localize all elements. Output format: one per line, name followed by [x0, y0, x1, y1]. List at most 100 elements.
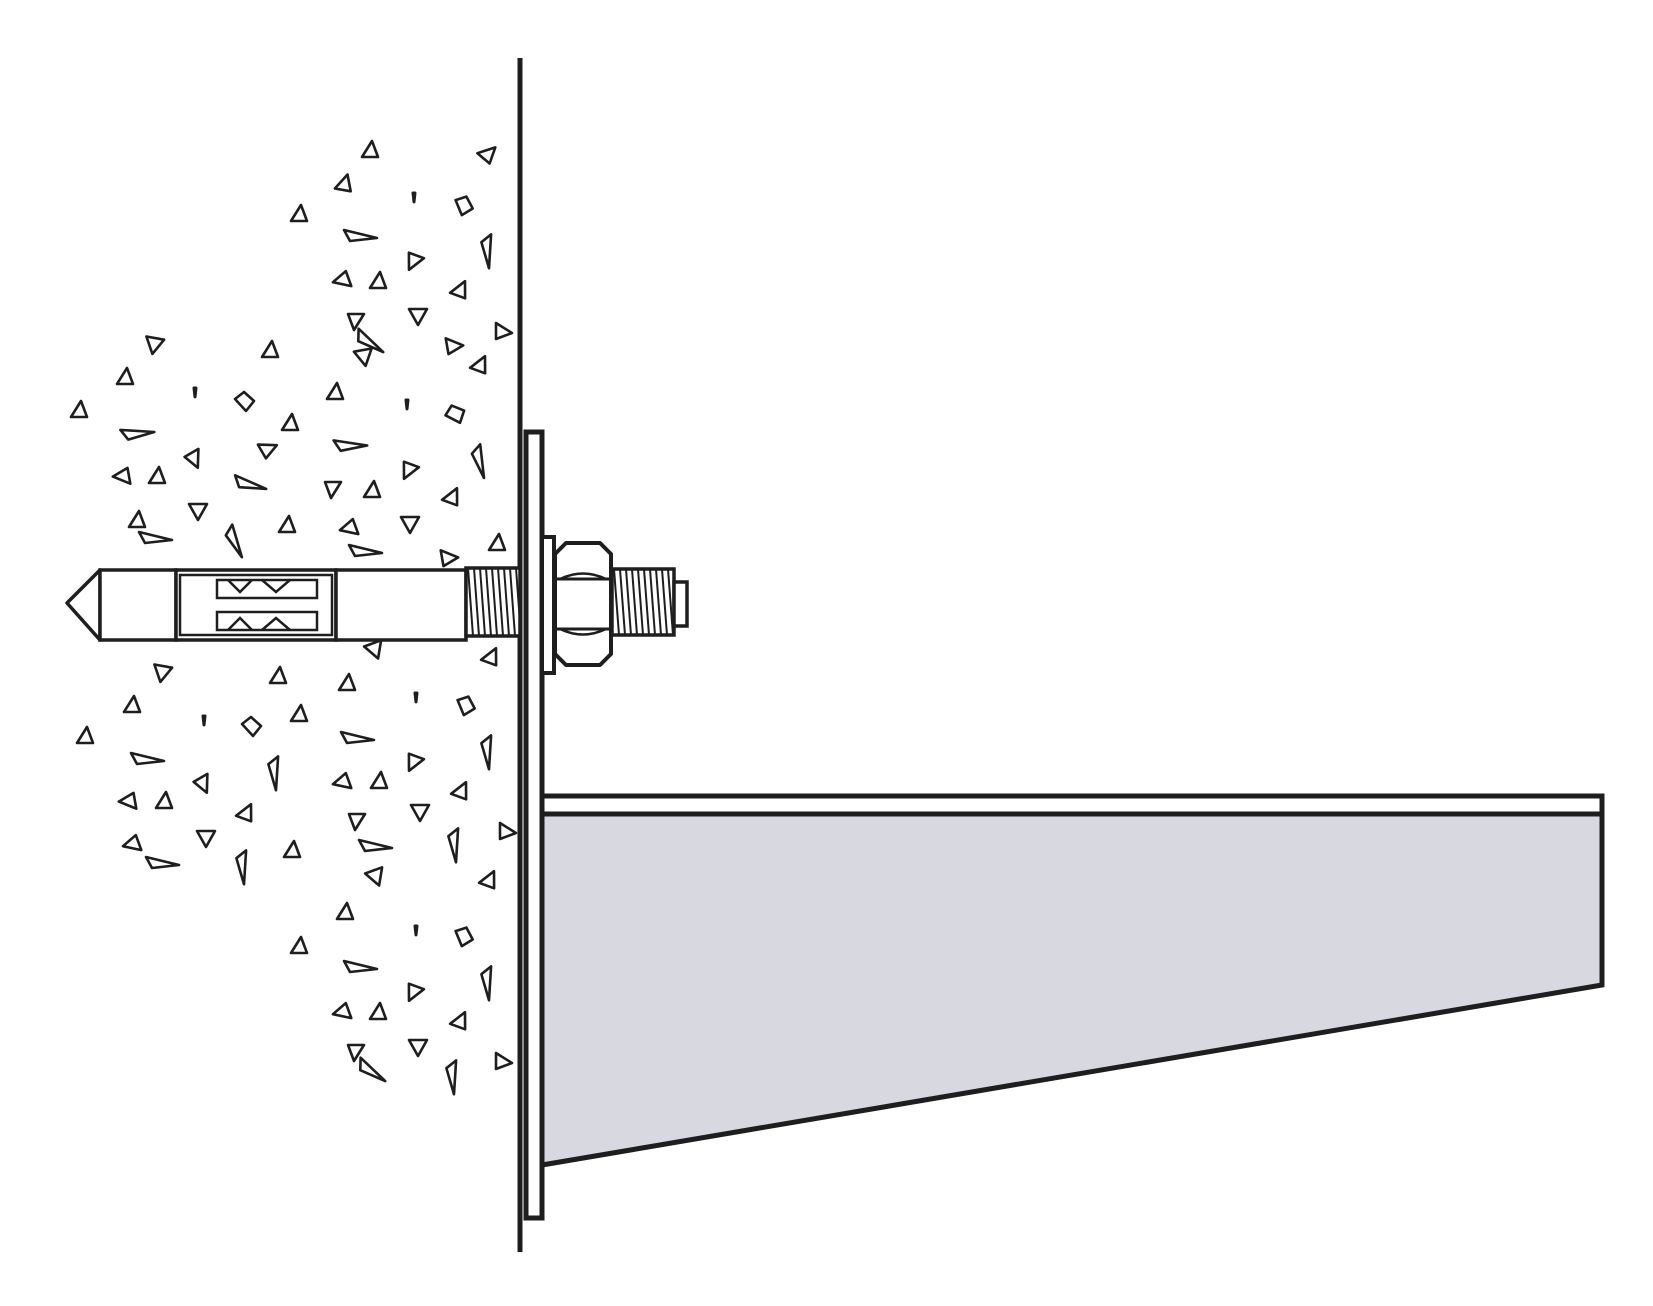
aggregate-pebble — [233, 390, 256, 413]
aggregate-pebble — [454, 926, 475, 948]
aggregate-pebble — [368, 1001, 388, 1021]
aggregate-pebble — [444, 336, 465, 356]
aggregate-pebble — [402, 460, 421, 481]
thread-line — [473, 568, 480, 636]
aggregate-pebble — [413, 691, 419, 704]
aggregate-pebble — [154, 790, 174, 810]
aggregate-pebble — [447, 827, 460, 864]
thread-line — [485, 568, 492, 636]
aggregate-pebble — [331, 1001, 353, 1020]
aggregate-pebble — [240, 715, 263, 738]
aggregate-pebble — [369, 770, 389, 790]
aggregate-pebble — [494, 1051, 514, 1071]
aggregate-pebble — [187, 502, 209, 522]
aggregate-pebble — [333, 173, 353, 193]
hex-nut — [553, 541, 613, 667]
aggregate-pebble — [260, 339, 280, 359]
aggregate-pebble — [449, 780, 468, 801]
aggregate-pebble — [407, 307, 429, 327]
aggregate-pebble — [362, 479, 382, 499]
aggregate-pebble — [440, 486, 459, 507]
aggregate-pebble — [407, 752, 426, 773]
aggregate-pebble — [487, 532, 507, 552]
aggregate-pebble — [346, 1043, 366, 1063]
thread-lines-front — [467, 568, 520, 636]
aggregate-pebble — [335, 901, 355, 921]
aggregate-pebble — [331, 771, 353, 790]
aggregate-pebble — [454, 195, 475, 217]
thread-line — [631, 569, 638, 635]
aggregate-pebble — [256, 443, 279, 460]
aggregate-pebble — [117, 791, 138, 811]
aggregate-pebble — [407, 982, 426, 1003]
thread-line — [649, 569, 656, 635]
washer — [540, 535, 556, 675]
anchor-shank — [334, 568, 468, 642]
hex-nut-body — [553, 541, 613, 667]
aggregate-pebble — [498, 821, 518, 841]
aggregate-pebble — [137, 530, 174, 545]
thread-line — [625, 569, 632, 635]
aggregate-pebble — [407, 1038, 429, 1058]
aggregate-pebble — [363, 865, 384, 887]
aggregate-pebble — [192, 386, 198, 399]
thread-lines-rear — [613, 569, 674, 635]
bracket-top-flange — [539, 793, 1605, 817]
aggregate-pebble — [280, 412, 300, 432]
aggregate-pebble — [407, 251, 426, 272]
aggregate-pebble — [144, 855, 181, 870]
aggregate-pebble — [358, 1056, 387, 1083]
thread-line — [613, 569, 620, 635]
thread-line — [503, 568, 510, 636]
aggregate-pebble — [235, 849, 248, 886]
thread-line — [497, 568, 504, 636]
aggregate-pebble — [368, 270, 388, 290]
thread-line — [655, 569, 662, 635]
aggregate-pebble — [404, 398, 410, 411]
aggregate-pebble — [277, 514, 297, 534]
aggregate-pebble — [439, 548, 460, 568]
aggregate-pebble — [268, 665, 288, 685]
aggregate-pebble — [480, 965, 493, 1002]
aggregate-pebble — [119, 428, 156, 441]
aggregate-pebble — [456, 695, 477, 717]
aggregate-pebble — [115, 366, 135, 386]
bolt-tip — [672, 580, 689, 628]
aggregate-pebble — [352, 347, 373, 368]
base-plate — [523, 429, 545, 1221]
aggregate-pebble — [494, 321, 514, 341]
aggregate-pebble — [357, 838, 394, 853]
thread-line — [619, 569, 626, 635]
aggregate-pebble — [122, 694, 142, 714]
aggregate-pebble — [448, 1010, 467, 1031]
aggregate-pebble — [111, 466, 132, 486]
anchor-cone-tip — [65, 568, 102, 642]
aggregate-pebble — [332, 439, 369, 453]
aggregate-pebble — [479, 646, 498, 667]
aggregate-pebble — [477, 869, 496, 890]
aggregate-pebble — [153, 663, 174, 684]
aggregate-pebble — [470, 442, 486, 480]
aggregate-pebble — [411, 191, 417, 204]
aggregate-pebble — [75, 725, 95, 745]
aggregate-pebble — [346, 312, 366, 332]
aggregate-pebble — [289, 703, 309, 723]
aggregate-pebble — [267, 755, 280, 792]
aggregate-pebble — [289, 935, 309, 955]
thread-line — [509, 568, 516, 636]
aggregate-pebble — [413, 924, 419, 937]
aggregate-pebble — [445, 1059, 458, 1096]
aggregate-pebble — [147, 465, 167, 485]
bracket-web — [539, 811, 1605, 1168]
aggregate-pebble — [323, 480, 343, 500]
aggregate-pebble — [444, 404, 466, 425]
wedge-anchor — [65, 566, 556, 642]
aggregate-pebble — [195, 829, 217, 849]
anchor-cone-body — [98, 568, 178, 642]
aggregate-pebble — [362, 638, 383, 660]
aggregate-pebble — [480, 734, 493, 771]
thread-line — [667, 569, 674, 635]
thread-line — [467, 568, 474, 636]
aggregate-pebble — [234, 802, 253, 823]
